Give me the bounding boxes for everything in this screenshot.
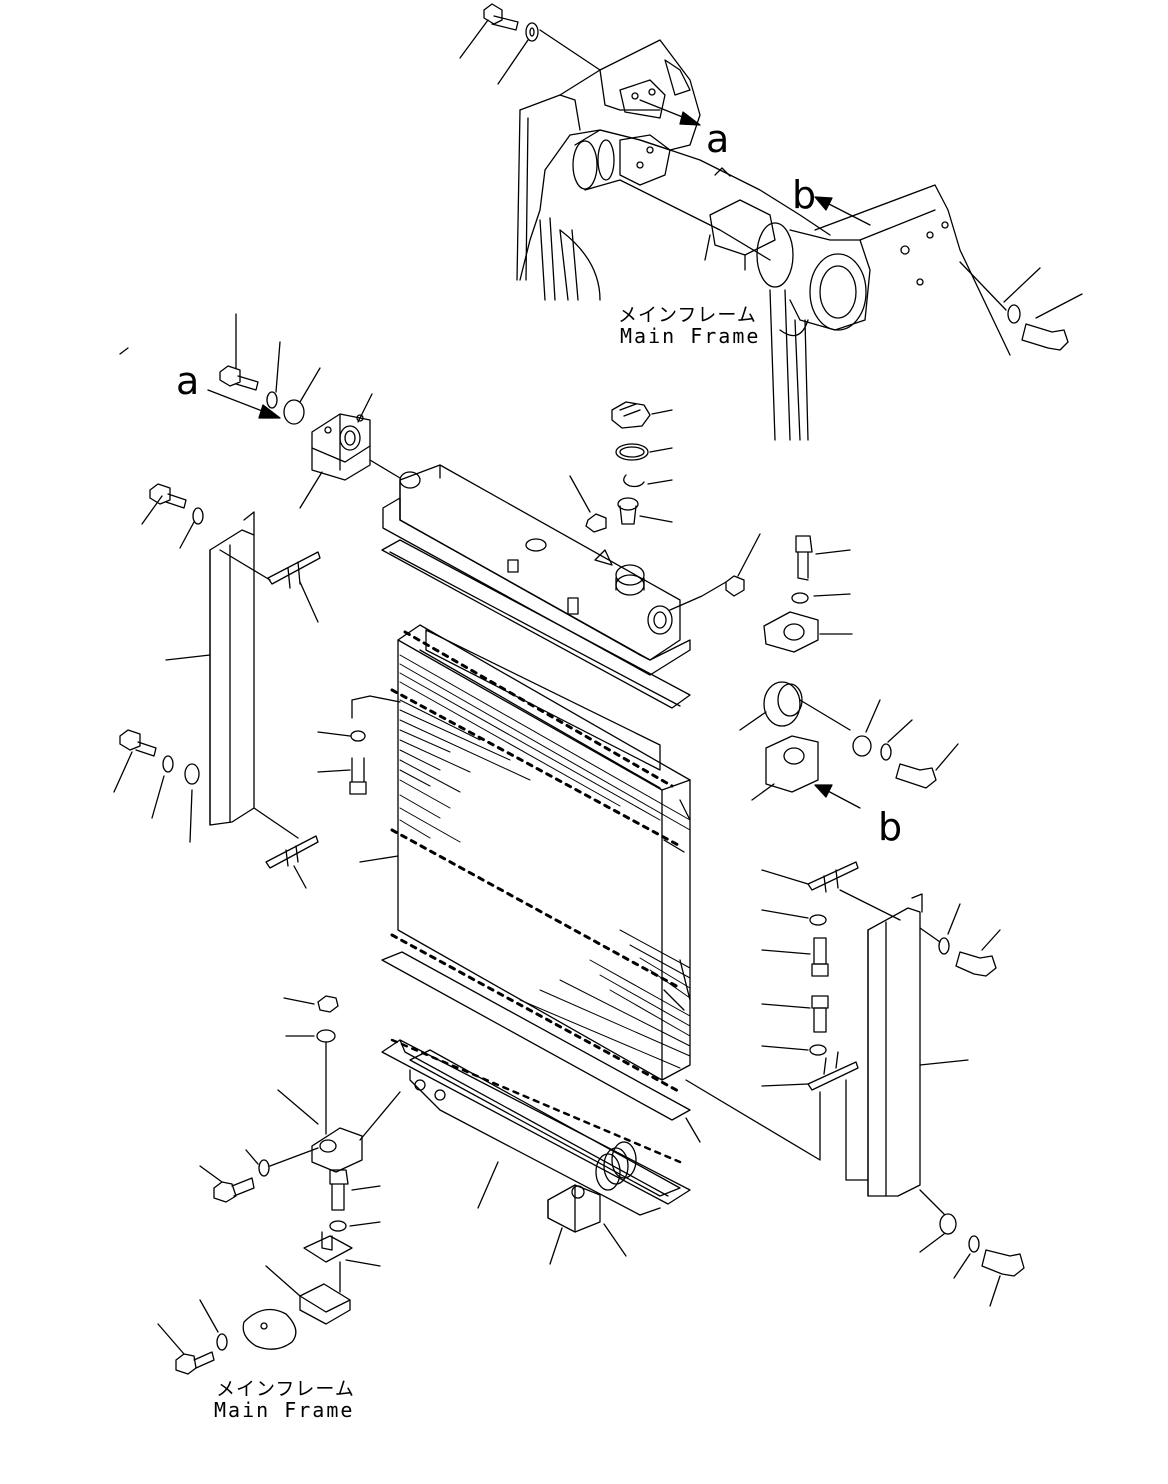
bolt-right-side-upper [920, 904, 1000, 976]
mount-lower-left [278, 1090, 400, 1172]
main-frame-upper [517, 40, 1010, 440]
main-frame-label-jp-lower: メインフレーム [216, 1378, 355, 1400]
bolt-right-side-lower [920, 1190, 1024, 1306]
bolt-right-mid-2 [762, 996, 828, 1032]
reference-a-upper: a [706, 117, 730, 161]
washer-right-1 [762, 910, 826, 925]
nut-lower-left [284, 996, 338, 1012]
reference-a-lower: a [176, 359, 200, 403]
bracket-lower-left [266, 1232, 380, 1324]
clip-right-upper [762, 862, 858, 892]
filler-cap [612, 402, 672, 428]
arrow-a-upper [640, 100, 700, 125]
main-frame-label-en-lower: Main Frame [214, 1398, 355, 1422]
clamp-upper [764, 612, 852, 652]
washer-top [498, 23, 600, 84]
shim-plate [243, 1310, 296, 1350]
bolt-right-mid-1 [762, 938, 828, 976]
bolt-left-upper [142, 484, 203, 548]
lower-tank-leader [478, 1162, 626, 1264]
valve [618, 498, 672, 524]
mount-bracket-left [300, 394, 400, 508]
clip-left-upper [268, 552, 320, 622]
bolt-right-upper [792, 536, 850, 603]
bolt-top [460, 4, 518, 58]
radiator-core [382, 465, 690, 1232]
clip-right-lower [686, 1052, 868, 1180]
core-bracket-lines [664, 800, 700, 1142]
clip-left-lower [254, 808, 318, 888]
bolt-a [220, 314, 320, 424]
side-plate-right [840, 890, 968, 1196]
washer-mid-left [318, 696, 400, 862]
reference-b-upper: b [792, 173, 817, 217]
bolt-bottom-left [158, 1300, 227, 1374]
bolt-lower-left-v [330, 1170, 380, 1231]
side-plate-left [166, 512, 270, 825]
o-ring [616, 444, 672, 460]
arrow-b-lower [815, 785, 860, 808]
plug-small [570, 476, 606, 532]
washer-right-clamp [853, 700, 958, 788]
hose-collar [740, 682, 850, 730]
plug-right [670, 534, 760, 610]
washer-right-2 [762, 1045, 826, 1055]
arrow-a-lower [208, 390, 280, 418]
snap-ring [624, 475, 672, 487]
arrow-b-upper [815, 197, 870, 225]
bolt-lower-left-h [200, 1148, 318, 1202]
reference-b-lower: b [878, 805, 903, 849]
washer-lower-left [286, 1030, 335, 1134]
clamp-lower [752, 736, 818, 800]
main-frame-label-en-upper: Main Frame [620, 324, 761, 348]
bolt-right-top [960, 262, 1082, 350]
main-frame-label-jp-upper: メインフレーム [618, 304, 757, 326]
bolt-left-lower [114, 348, 199, 842]
